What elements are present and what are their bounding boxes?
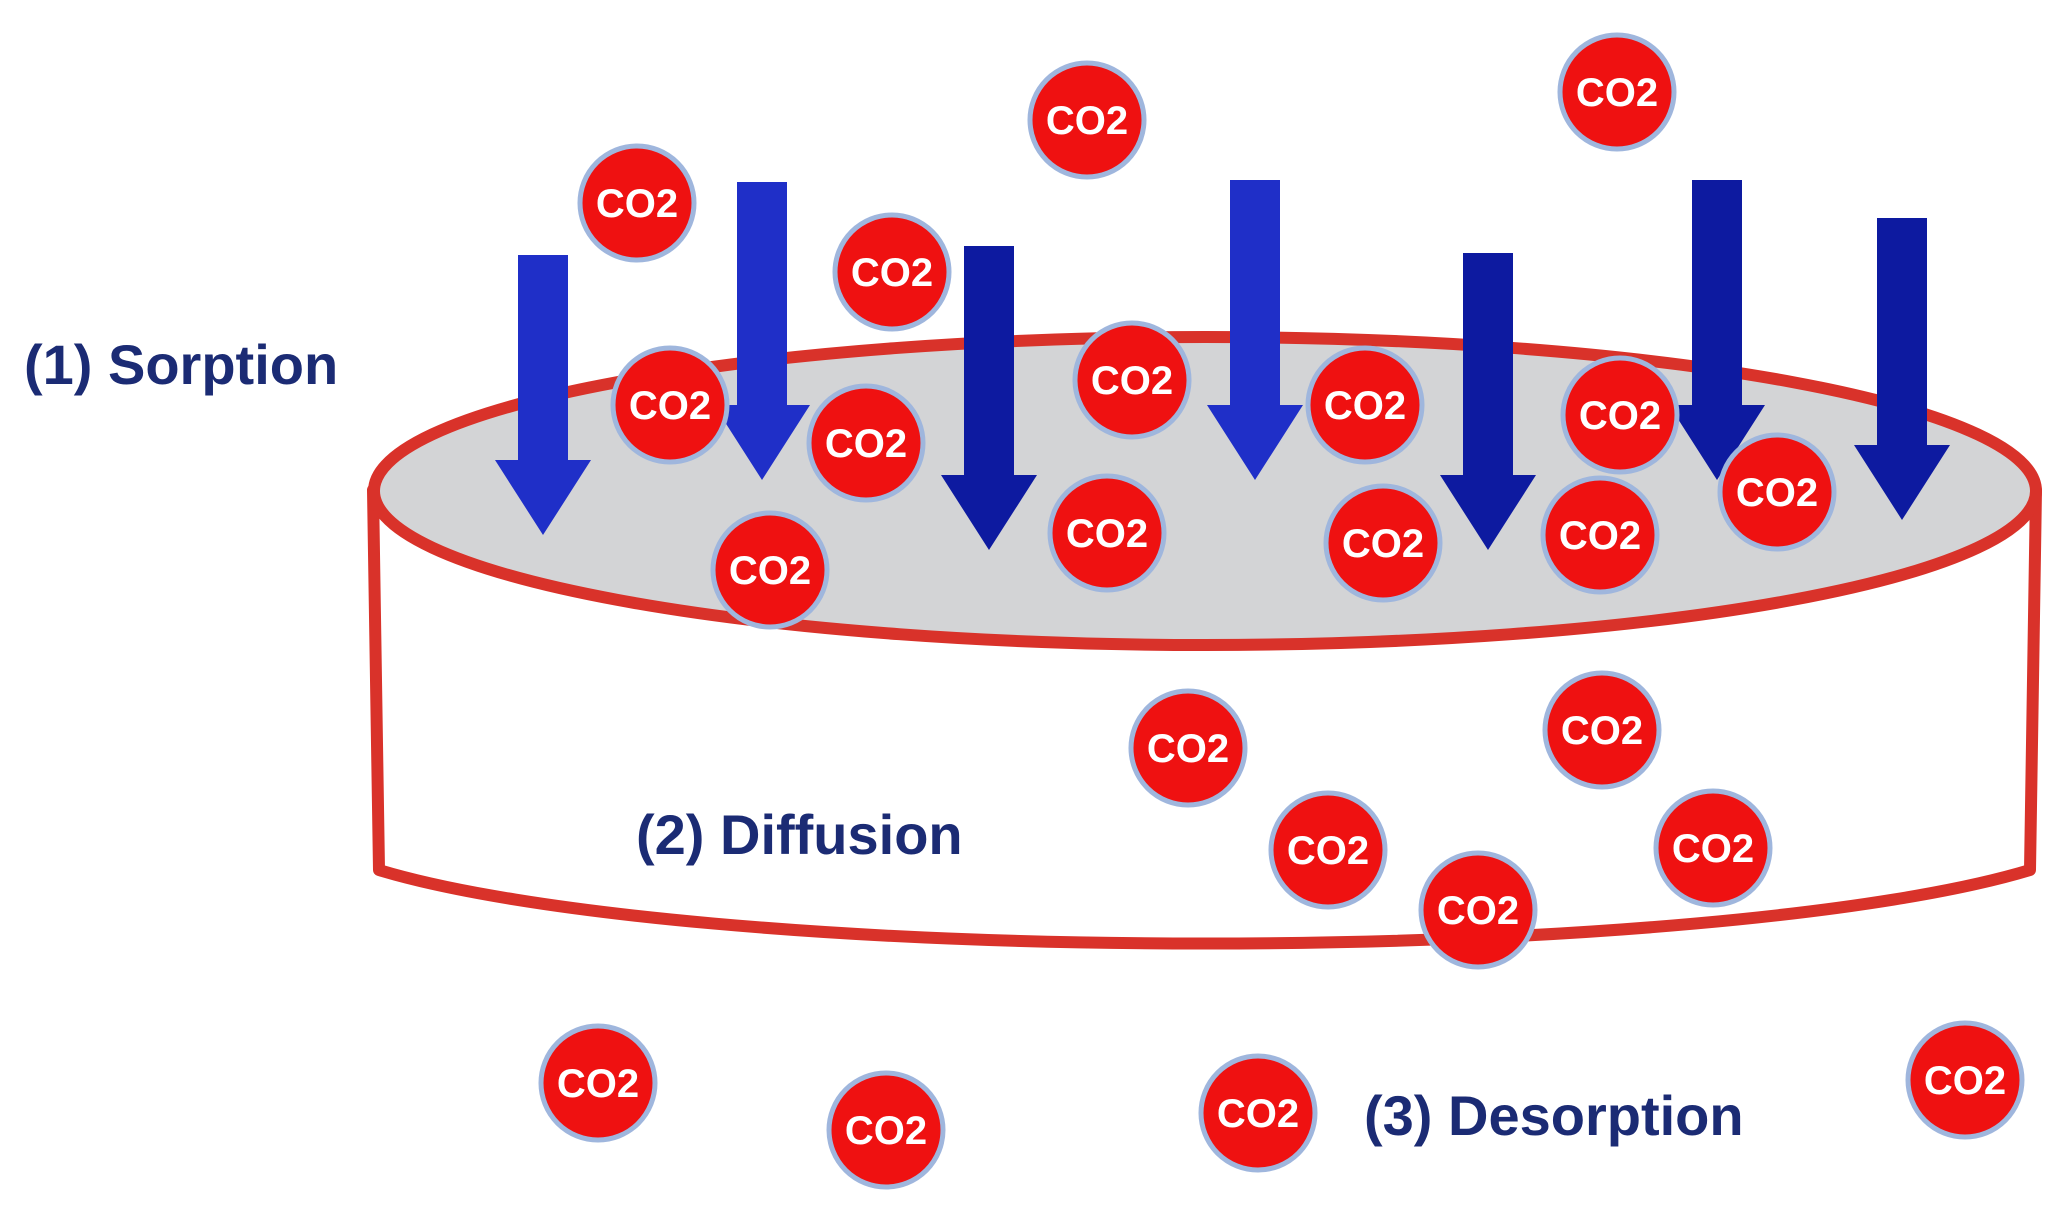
co2-molecule-2: CO2 bbox=[1027, 60, 1147, 180]
step-label-desorption: (3) Desorption bbox=[1364, 1084, 1744, 1147]
co2-label: CO2 bbox=[1066, 512, 1148, 556]
down-arrow-5 bbox=[1440, 253, 1536, 550]
co2-label: CO2 bbox=[729, 549, 811, 593]
co2-molecule-22: CO2 bbox=[1198, 1053, 1318, 1173]
co2-molecule-10: CO2 bbox=[1717, 432, 1837, 552]
co2-molecule-13: CO2 bbox=[1323, 483, 1443, 603]
down-arrow-4 bbox=[1207, 180, 1303, 480]
down-arrow-1 bbox=[495, 255, 591, 535]
co2-label: CO2 bbox=[629, 384, 711, 428]
down-arrow-6 bbox=[1669, 180, 1765, 480]
co2-label: CO2 bbox=[1046, 99, 1128, 143]
co2-molecule-20: CO2 bbox=[538, 1023, 658, 1143]
co2-molecule-19: CO2 bbox=[1418, 850, 1538, 970]
co2-molecule-12: CO2 bbox=[1047, 473, 1167, 593]
co2-molecule-4: CO2 bbox=[832, 212, 952, 332]
co2-molecule-8: CO2 bbox=[1305, 345, 1425, 465]
co2-molecule-7: CO2 bbox=[1072, 320, 1192, 440]
co2-label: CO2 bbox=[1217, 1092, 1299, 1136]
co2-label: CO2 bbox=[1576, 71, 1658, 115]
step-label-diffusion: (2) Diffusion bbox=[636, 803, 963, 866]
co2-label: CO2 bbox=[596, 182, 678, 226]
co2-molecule-15: CO2 bbox=[1128, 688, 1248, 808]
co2-label: CO2 bbox=[1561, 709, 1643, 753]
co2-molecule-21: CO2 bbox=[826, 1070, 946, 1190]
co2-label: CO2 bbox=[1287, 829, 1369, 873]
co2-label: CO2 bbox=[851, 251, 933, 295]
co2-label: CO2 bbox=[1736, 471, 1818, 515]
co2-label: CO2 bbox=[1342, 522, 1424, 566]
co2-molecule-18: CO2 bbox=[1653, 788, 1773, 908]
co2-molecule-11: CO2 bbox=[710, 510, 830, 630]
co2-molecule-17: CO2 bbox=[1542, 670, 1662, 790]
co2-label: CO2 bbox=[1672, 827, 1754, 871]
co2-molecule-14: CO2 bbox=[1540, 475, 1660, 595]
co2-label: CO2 bbox=[845, 1109, 927, 1153]
down-arrow-3 bbox=[941, 246, 1037, 550]
down-arrow-2 bbox=[714, 182, 810, 480]
co2-molecule-16: CO2 bbox=[1268, 790, 1388, 910]
co2-label: CO2 bbox=[1924, 1059, 2006, 1103]
co2-molecule-23: CO2 bbox=[1905, 1020, 2025, 1140]
step-label-sorption: (1) Sorption bbox=[24, 333, 339, 396]
co2-molecule-3: CO2 bbox=[1557, 32, 1677, 152]
sorption-arrows bbox=[495, 180, 1950, 550]
co2-label: CO2 bbox=[1437, 889, 1519, 933]
co2-label: CO2 bbox=[825, 422, 907, 466]
co2-molecule-1: CO2 bbox=[577, 143, 697, 263]
down-arrow-7 bbox=[1854, 218, 1950, 520]
co2-molecule-5: CO2 bbox=[610, 345, 730, 465]
co2-label: CO2 bbox=[1559, 514, 1641, 558]
co2-label: CO2 bbox=[1579, 394, 1661, 438]
co2-molecule-6: CO2 bbox=[806, 383, 926, 503]
co2-molecule-9: CO2 bbox=[1560, 355, 1680, 475]
co2-label: CO2 bbox=[1147, 727, 1229, 771]
co2-label: CO2 bbox=[1324, 384, 1406, 428]
co2-label: CO2 bbox=[1091, 359, 1173, 403]
co2-label: CO2 bbox=[557, 1062, 639, 1106]
